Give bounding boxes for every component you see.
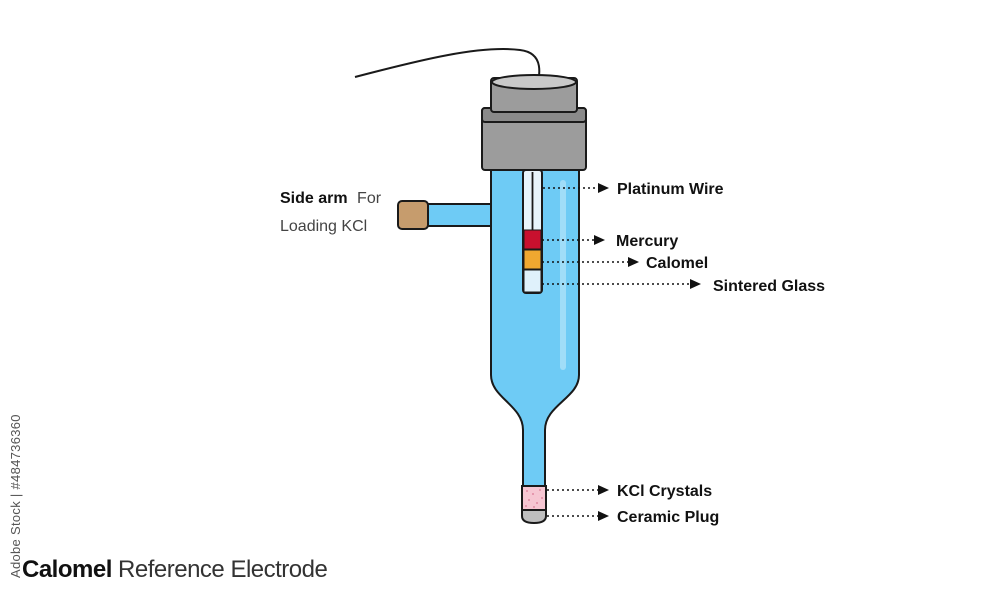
sintered-glass-layer [523, 269, 542, 293]
glass-body [490, 164, 580, 488]
mercury-layer [523, 229, 542, 250]
side-arm-tube [424, 203, 501, 227]
leader-lines [542, 183, 701, 521]
side-arm-bold: Side arm [280, 190, 348, 207]
label-ceramic-plug: Ceramic Plug [617, 509, 719, 526]
label-sintered-glass: Sintered Glass [713, 278, 825, 295]
glass-highlight [560, 180, 566, 370]
label-platinum-wire: Platinum Wire [617, 181, 724, 198]
label-side-arm-line2: Loading KCl [280, 218, 367, 235]
label-kcl-crystals: KCl Crystals [617, 483, 712, 500]
title-bold: Calomel [22, 556, 112, 583]
label-side-arm: Side arm For [280, 190, 382, 207]
side-arm-for: For [357, 190, 382, 207]
ceramic-plug [521, 509, 547, 525]
kcl-crystals-speckle [525, 489, 543, 508]
calomel-layer [523, 249, 542, 270]
label-calomel: Calomel [646, 255, 708, 272]
diagram-title: Calomel Reference Electrode [22, 556, 328, 584]
lead-wire [354, 48, 541, 93]
side-arm-stopper [397, 200, 429, 230]
label-mercury: Mercury [616, 233, 678, 250]
cap-top-face [491, 74, 577, 90]
title-light: Reference Electrode [118, 556, 328, 583]
stock-watermark-id: Adobe Stock | #484736360 [8, 414, 23, 578]
